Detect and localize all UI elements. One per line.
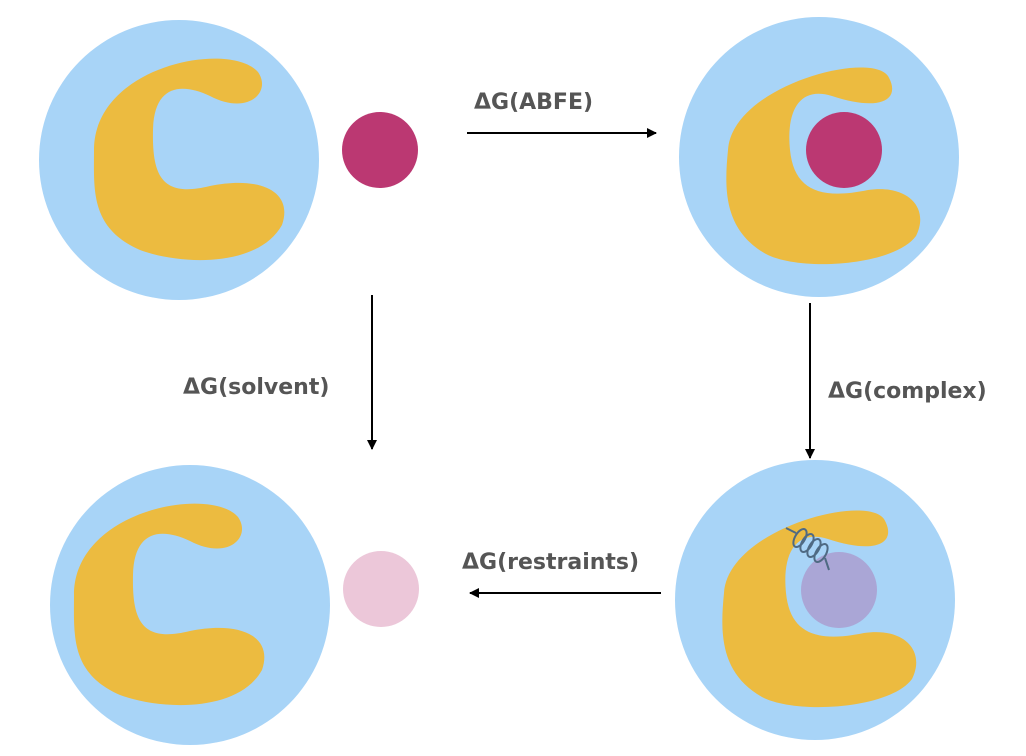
ligand-decoupled <box>801 552 877 628</box>
complex-label: ΔG(complex) <box>828 379 987 404</box>
abfe-label: ΔG(ABFE) <box>474 90 594 115</box>
bound-state <box>679 17 959 297</box>
ligand-decoupled <box>343 551 419 627</box>
unbound-state <box>39 20 418 300</box>
restraint-spring-icon <box>785 527 830 571</box>
restraints-label: ΔG(restraints) <box>462 550 640 575</box>
solvent-label: ΔG(solvent) <box>183 375 330 400</box>
unbound-decoupled-state <box>50 465 419 745</box>
ligand <box>806 112 882 188</box>
bound-restrained-decoupled-state <box>675 460 955 740</box>
ligand <box>342 112 418 188</box>
